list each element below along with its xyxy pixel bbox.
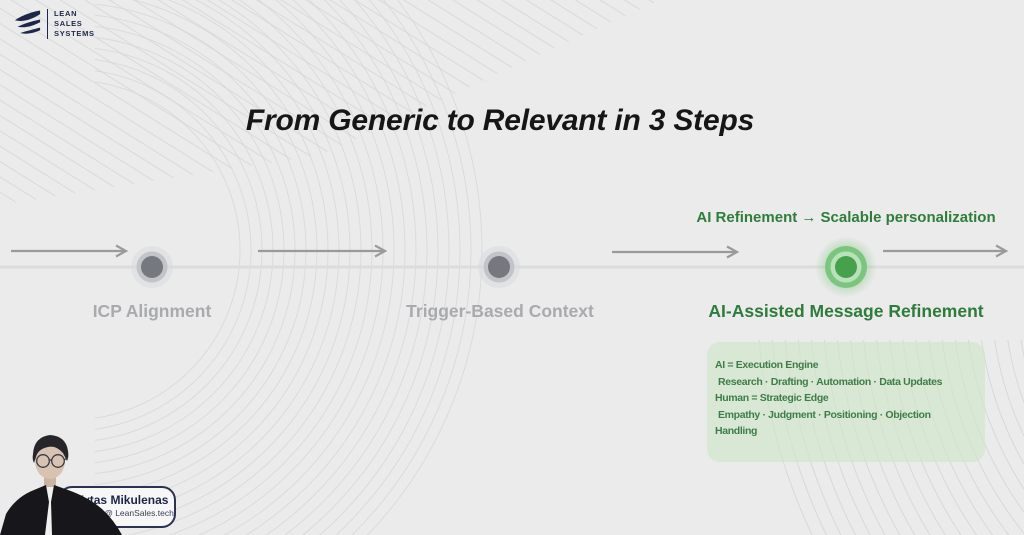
author-name: Vytas Mikulenas (75, 493, 169, 507)
ai-human-info-box: AI = Execution Engine Research · Draftin… (707, 342, 985, 462)
arrow-icon (883, 244, 1009, 258)
step-node-icp (131, 246, 173, 288)
page-title: From Generic to Relevant in 3 Steps (245, 104, 755, 137)
arrow-icon (11, 244, 129, 258)
info-line: Empathy · Judgment · Positioning · Objec… (718, 408, 931, 421)
info-line: Research · Drafting · Automation · Data … (718, 375, 943, 388)
step-label-trigger: Trigger-Based Context (406, 301, 594, 321)
wing-icon (14, 10, 41, 34)
arrow-icon (612, 245, 740, 259)
ai-refinement-heading: AI Refinement → Scalable personalization (696, 209, 996, 226)
step-node-trigger (478, 246, 520, 288)
info-line: AI = Execution Engine (715, 359, 819, 371)
hatch-pattern (0, 0, 660, 205)
brand-logo: LEAN SALES SYSTEMS (14, 9, 95, 39)
info-line: Handling (715, 425, 758, 437)
step-label-icp: ICP Alignment (92, 301, 212, 321)
timeline-arrows (11, 244, 1009, 259)
logo-line: SYSTEMS (54, 29, 95, 38)
logo-text: LEAN SALES SYSTEMS (54, 9, 95, 39)
logo-line: SALES (54, 19, 83, 28)
step-label-ai: AI-Assisted Message Refinement (708, 301, 984, 321)
logo-line: LEAN (54, 9, 78, 18)
logo-divider (47, 9, 48, 39)
founder-photo (0, 435, 122, 535)
step-node-ai (815, 236, 877, 298)
info-line: Human = Strategic Edge (715, 392, 829, 404)
author-role: Founder @ LeanSales.tech (70, 508, 174, 518)
arrow-icon (258, 244, 388, 258)
